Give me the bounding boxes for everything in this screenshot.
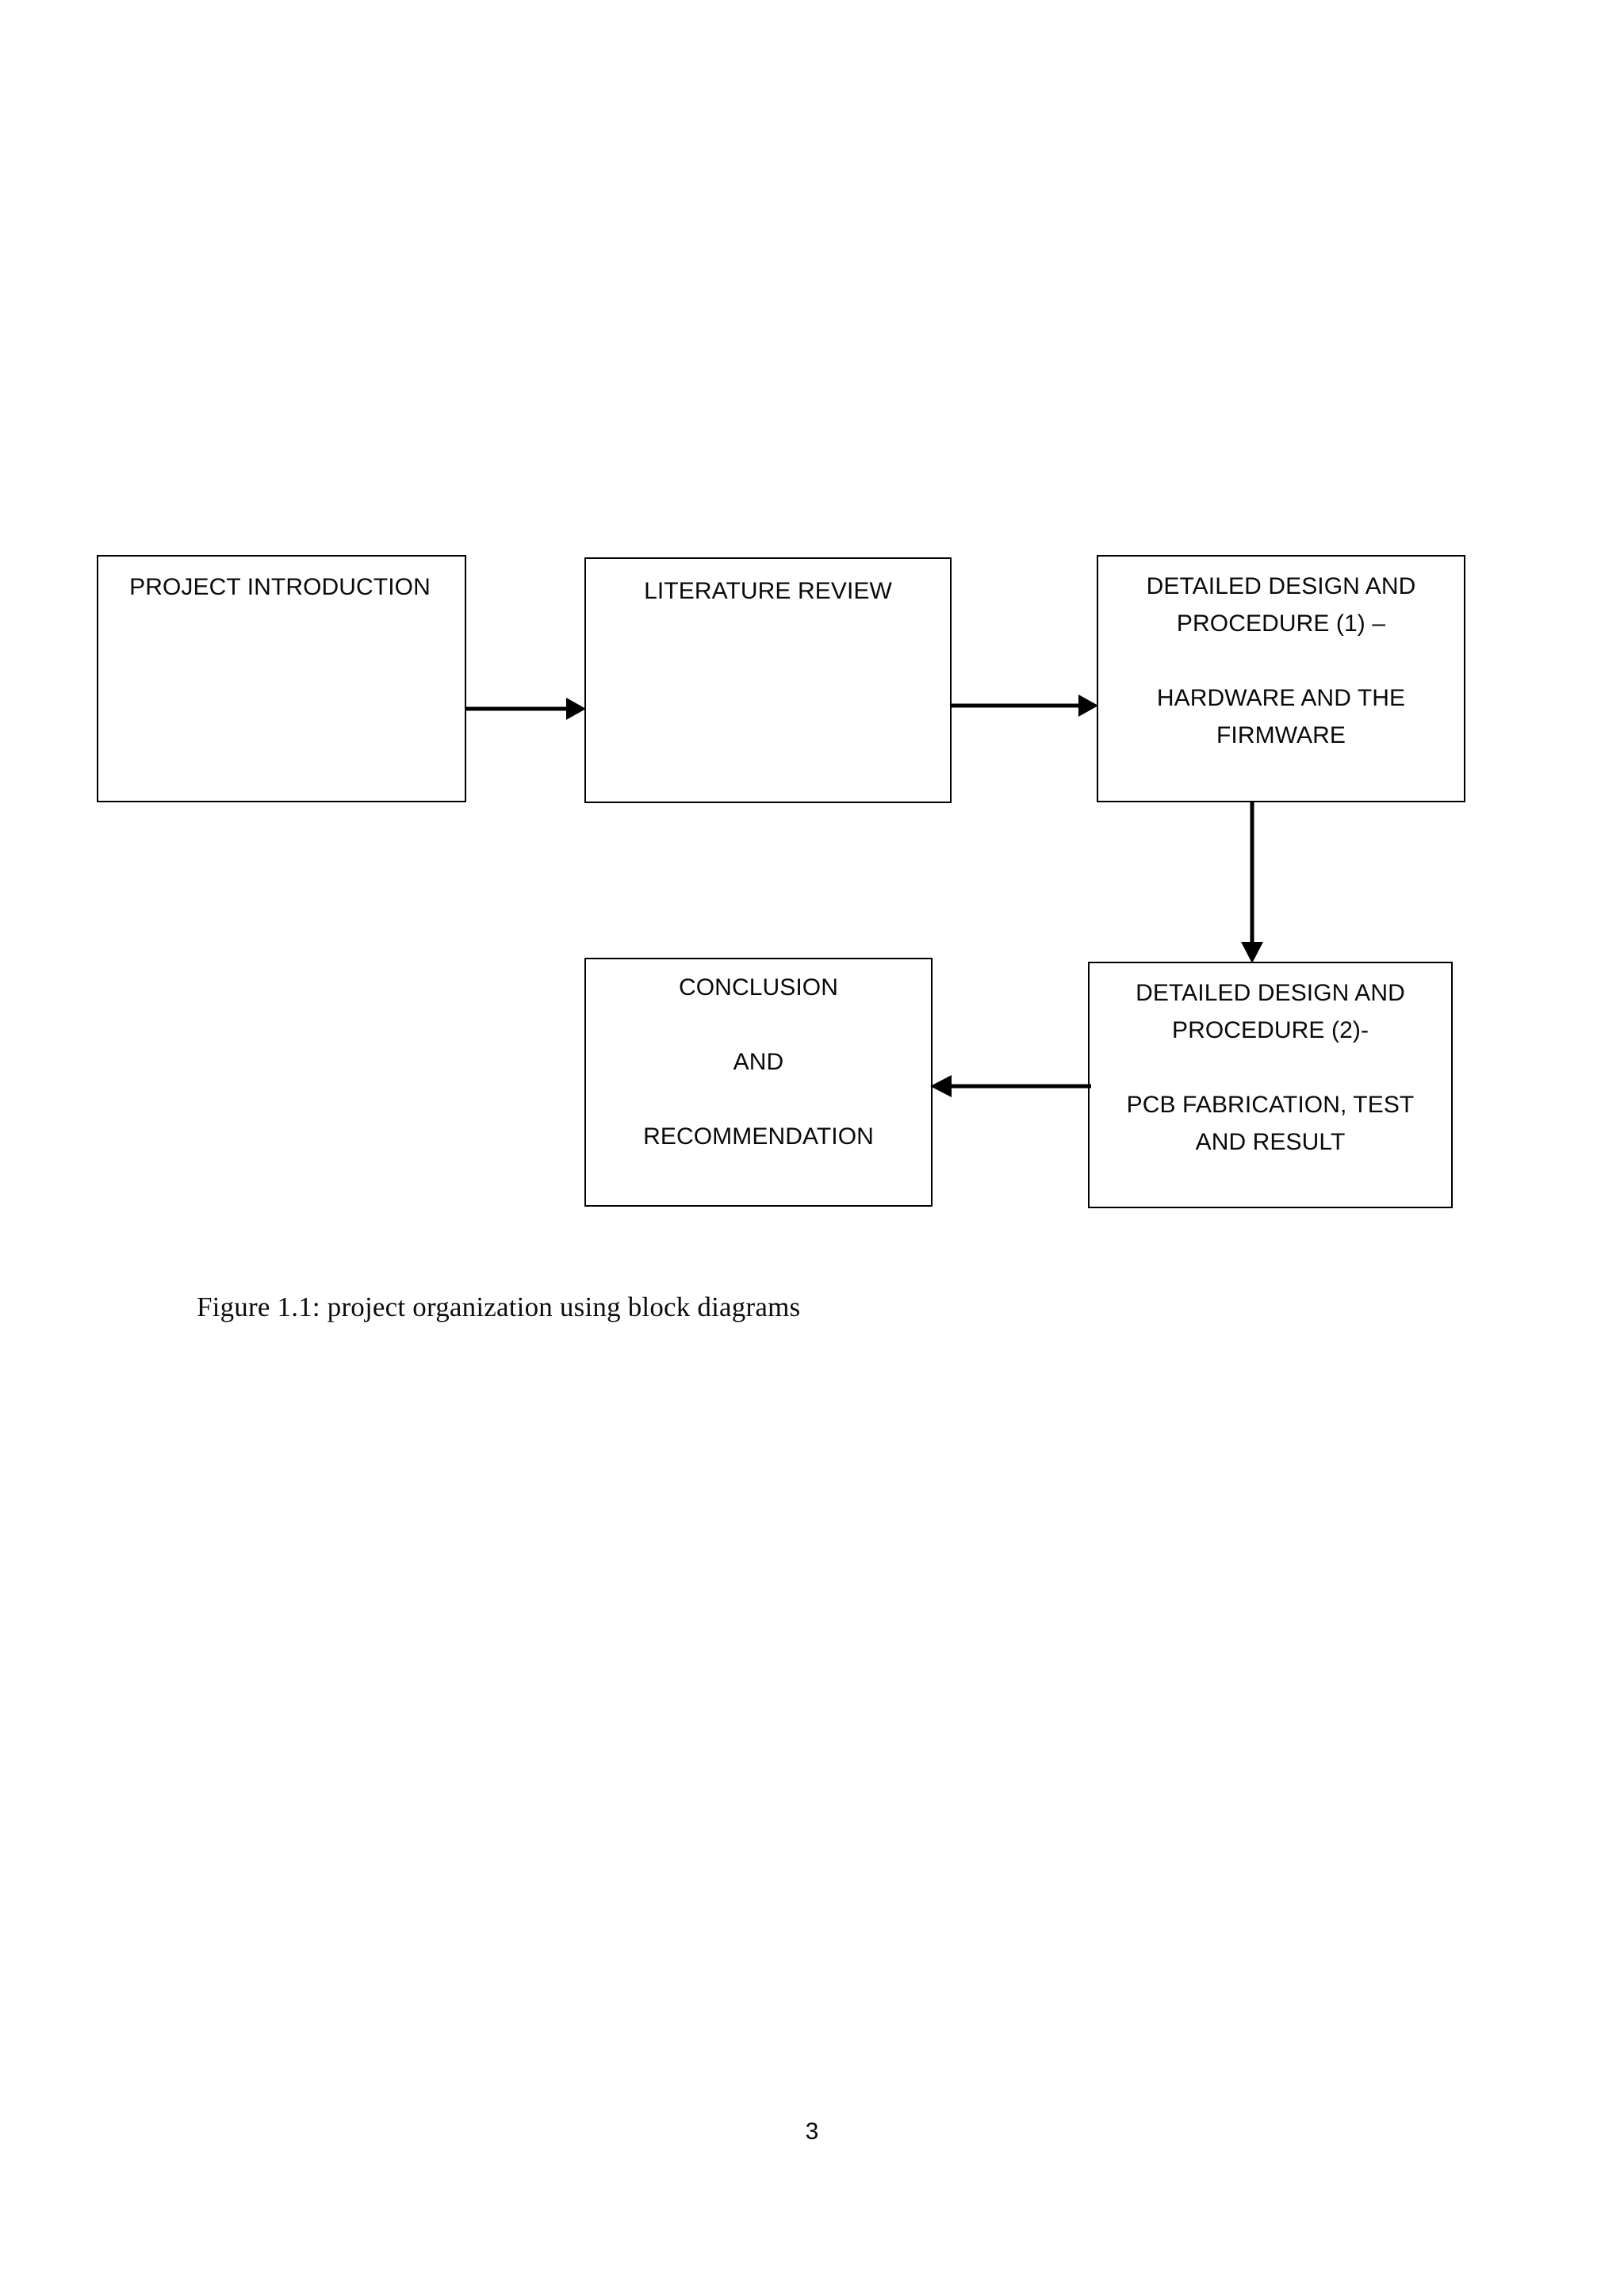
block-project-introduction: PROJECT INTRODUCTION: [97, 555, 466, 802]
arrow-left-icon: [929, 1066, 1091, 1107]
block-label: DETAILED DESIGN AND PROCEDURE (2)- PCB F…: [1126, 980, 1415, 1155]
block-literature-review: LITERATURE REVIEW: [584, 557, 952, 803]
figure-caption: Figure 1.1: project organization using b…: [197, 1292, 801, 1322]
block-label: PROJECT INTRODUCTION: [129, 574, 431, 600]
block-label: CONCLUSION AND RECOMMENDATION: [643, 974, 874, 1150]
page-number: 3: [805, 2118, 819, 2145]
block-label: LITERATURE REVIEW: [644, 578, 892, 604]
block-label: DETAILED DESIGN AND PROCEDURE (1) – HARD…: [1146, 573, 1416, 748]
block-detailed-design-procedure-1: DETAILED DESIGN AND PROCEDURE (1) – HARD…: [1097, 555, 1465, 802]
block-conclusion-and-recommendation: CONCLUSION AND RECOMMENDATION: [584, 958, 933, 1207]
arrow-down-icon: [1231, 801, 1273, 964]
arrow-right-icon: [950, 685, 1099, 726]
block-detailed-design-procedure-2: DETAILED DESIGN AND PROCEDURE (2)- PCB F…: [1088, 962, 1453, 1208]
arrow-right-icon: [466, 688, 587, 729]
